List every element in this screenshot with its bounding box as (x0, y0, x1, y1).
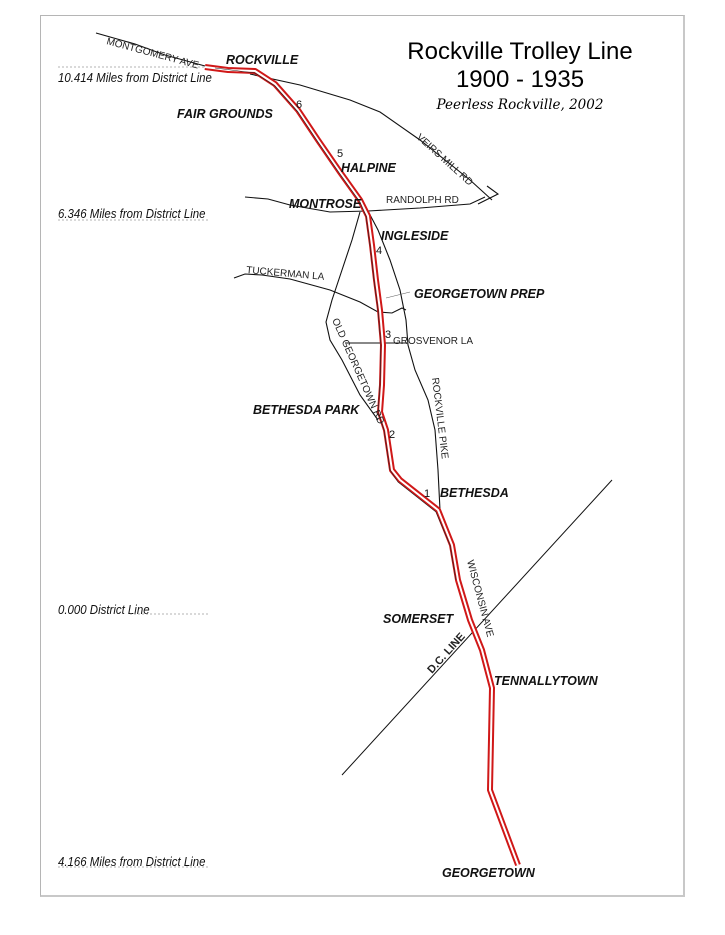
title-line-1: Rockville Trolley Line (407, 38, 633, 65)
mile-number-3: 3 (385, 329, 391, 341)
trolley-route (204, 64, 521, 867)
mile-number-5: 5 (337, 148, 343, 160)
label-tuckerman-la: TUCKERMAN LA (246, 265, 325, 283)
mile-marker-district-line: 0.000 District Line (58, 602, 150, 617)
station-labels: ROCKVILLE FAIR GROUNDS HALPINE MONTROSE … (177, 53, 599, 880)
station-somerset: SOMERSET (383, 612, 455, 626)
mile-number-2: 2 (389, 429, 395, 441)
road-randolph (244, 196, 486, 213)
label-montgomery-ave: MONTGOMERY AVE (105, 36, 200, 71)
roads (95, 32, 613, 776)
station-georgetown-prep: GEORGETOWN PREP (414, 287, 545, 301)
road-rockville-pike (367, 210, 441, 511)
mile-marker-georgetown: 4.166 Miles from District Line (58, 854, 206, 869)
mile-numbers: 6 5 4 3 2 1 (296, 99, 430, 500)
label-grosvenor-la: GROSVENOR LA (393, 336, 473, 347)
mile-number-6: 6 (296, 99, 302, 111)
label-veirs-mill-rd: VEIRS MILL RD (414, 132, 475, 188)
road-montgomery-ave (95, 32, 206, 67)
station-rockville: ROCKVILLE (226, 53, 299, 67)
label-dc-line: D.C. LINE (425, 631, 467, 676)
map-frame (40, 15, 685, 897)
label-randolph-rd: RANDOLPH RD (386, 195, 459, 206)
road-old-georgetown (325, 211, 379, 421)
station-montrose: MONTROSE (289, 197, 362, 211)
title-line-2: 1900 - 1935 (455, 66, 585, 93)
station-fair-grounds: FAIR GROUNDS (177, 107, 274, 121)
station-bethesda-park: BETHESDA PARK (253, 403, 360, 417)
mile-marker-rockville: 10.414 Miles from District Line (58, 70, 212, 85)
station-halpine: HALPINE (341, 161, 397, 175)
mile-number-1: 1 (424, 488, 430, 500)
station-tennallytown: TENNALLYTOWN (494, 674, 599, 688)
station-bethesda: BETHESDA (440, 486, 509, 500)
label-wisconsin-ave: WISCONSIN AVE (464, 559, 495, 639)
station-georgetown: GEORGETOWN (442, 866, 536, 880)
station-ingleside: INGLESIDE (381, 229, 449, 243)
road-veirs-mill (249, 73, 493, 201)
map-title: Rockville Trolley Line 1900 - 1935 (370, 38, 670, 94)
mile-marker-montrose: 6.346 Miles from District Line (58, 206, 206, 221)
road-tuckerman (233, 273, 407, 314)
road-labels: MONTGOMERY AVE VEIRS MILL RD RANDOLPH RD… (105, 36, 495, 676)
mile-number-4: 4 (376, 245, 382, 257)
dc-line (341, 479, 613, 776)
mile-leaders (58, 66, 210, 868)
map-credit: Peerless Rockville, 2002 (436, 97, 604, 113)
